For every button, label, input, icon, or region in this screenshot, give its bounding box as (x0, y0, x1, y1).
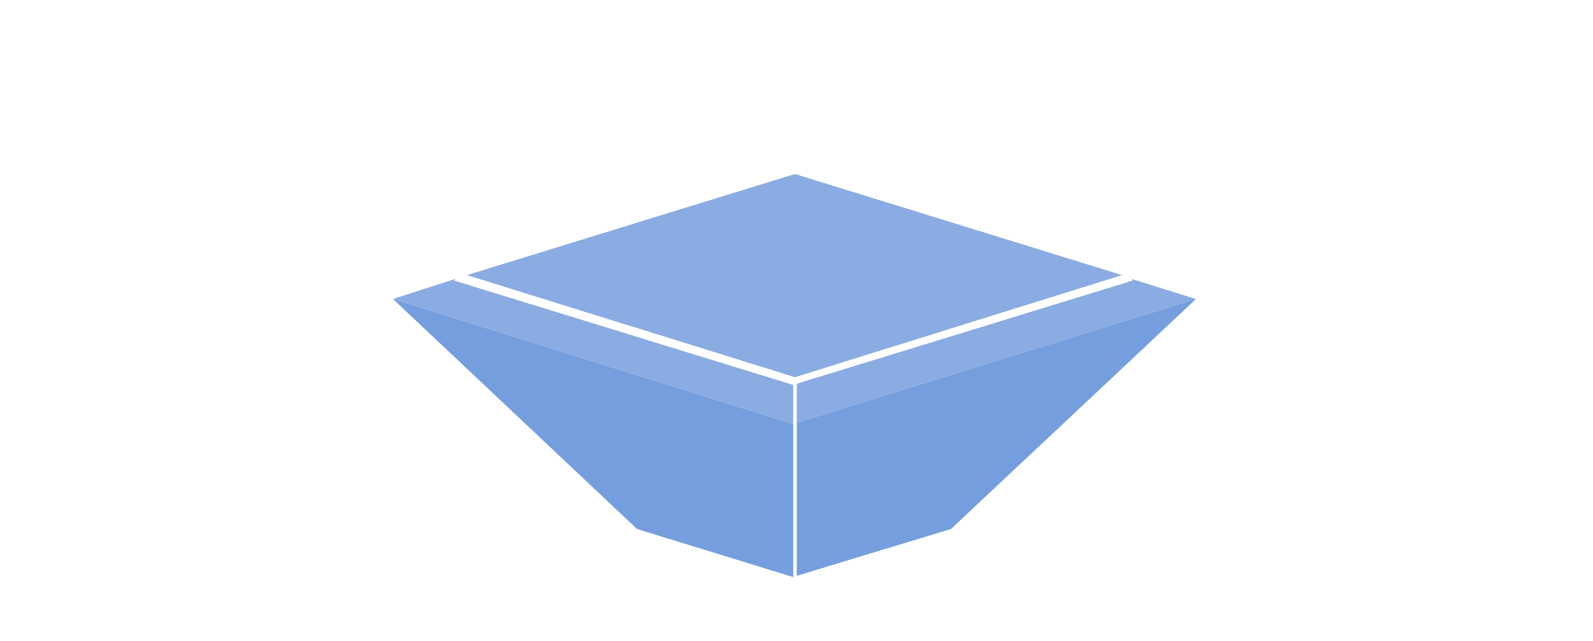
left-side-face (393, 299, 793, 577)
rim-divider (454, 277, 1133, 385)
top-face (464, 174, 1125, 379)
top-face-divider (463, 274, 1126, 381)
right-side-face (793, 299, 1196, 577)
right-rim-face (793, 279, 1196, 424)
left-rim-face (393, 279, 793, 424)
